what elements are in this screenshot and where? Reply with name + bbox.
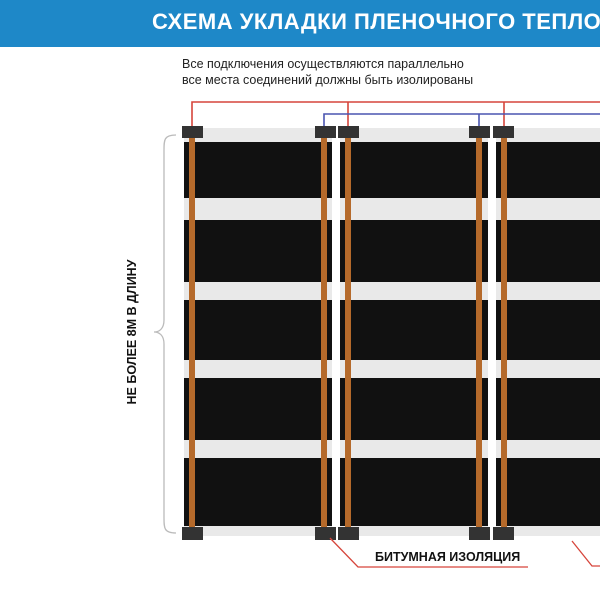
copper-bus-right — [476, 132, 482, 532]
note-line-2: все места соединений должны быть изолиро… — [182, 73, 474, 87]
clamps-bottom — [182, 527, 514, 540]
length-bracket — [153, 134, 177, 534]
length-limit-label: НЕ БОЛЕЕ 8М В ДЛИНУ — [125, 259, 139, 405]
title-banner: СХЕМА УКЛАДКИ ПЛЕНОЧНОГО ТЕПЛОГО ПОЛА — [0, 0, 600, 47]
carbon-stripes — [496, 142, 600, 526]
carbon-stripes — [184, 142, 332, 526]
note-line-1: Все подключения осуществляются параллель… — [182, 57, 464, 71]
insulation-callout-line — [329, 537, 528, 568]
film-strip-1 — [184, 128, 332, 536]
copper-bus-right — [321, 132, 327, 532]
callout-line-2 — [571, 540, 600, 567]
page-title: СХЕМА УКЛАДКИ ПЛЕНОЧНОГО ТЕПЛОГО ПОЛА — [152, 9, 600, 34]
clamps-top — [182, 126, 514, 138]
carbon-stripes — [340, 142, 488, 526]
copper-bus-left — [189, 132, 195, 532]
insulation-label: БИТУМНАЯ ИЗОЛЯЦИЯ — [375, 550, 521, 564]
phase-wire — [191, 101, 600, 131]
copper-bus-left — [501, 132, 507, 532]
film-strip-3 — [496, 128, 600, 536]
film-strip-2 — [340, 128, 488, 536]
copper-bus-left — [345, 132, 351, 532]
